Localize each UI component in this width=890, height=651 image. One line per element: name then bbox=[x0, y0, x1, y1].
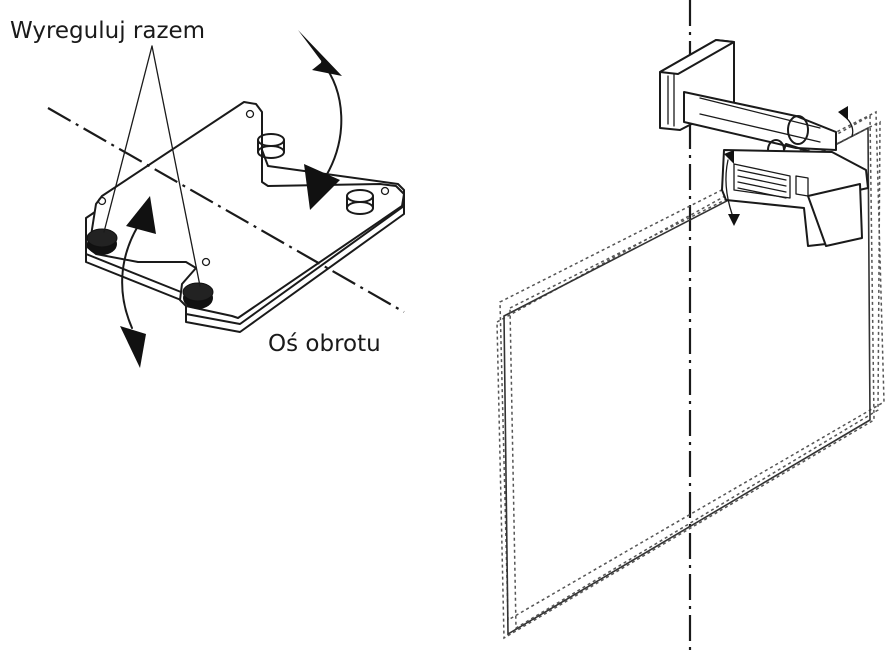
black-knob-icon bbox=[86, 228, 118, 255]
arm bbox=[683, 91, 837, 151]
rotation-axis-line bbox=[47, 107, 405, 313]
label-rotation-axis: Oś obrotu bbox=[268, 331, 381, 357]
adjustment-plate-icon: Wyreguluj razem Oś obrotu bbox=[10, 18, 405, 368]
curved-arrow-left-icon bbox=[120, 196, 156, 368]
plate-top bbox=[85, 101, 405, 319]
projector-icon bbox=[659, 39, 869, 247]
curved-arrow-right-icon bbox=[298, 30, 343, 210]
plate-holes bbox=[97, 109, 390, 267]
tilt-arrow-up-icon bbox=[838, 106, 854, 137]
hole-icon bbox=[380, 186, 390, 196]
pointer-lines bbox=[103, 45, 201, 287]
arm-clamp bbox=[787, 115, 809, 145]
white-screw-icon bbox=[257, 133, 285, 159]
hole-icon bbox=[245, 109, 255, 119]
hole-icon bbox=[201, 257, 211, 267]
hole-icon bbox=[97, 196, 107, 206]
white-screw-icon bbox=[346, 189, 374, 215]
tilt-arrow-down-icon bbox=[724, 150, 740, 226]
projector-front bbox=[807, 183, 863, 247]
label-adjust-together: Wyreguluj razem bbox=[10, 18, 205, 44]
black-knob-icon bbox=[182, 282, 214, 309]
